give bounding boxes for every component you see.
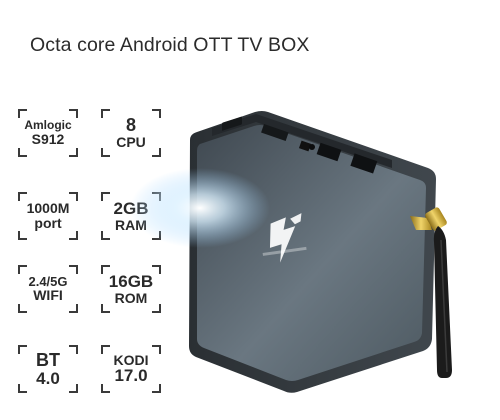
badge-line-1: 2.4/5G: [28, 273, 68, 289]
badge-line-2: 17.0: [114, 366, 148, 386]
feature-badge-bt: BT 4.0: [18, 345, 78, 393]
badge-line-2: CPU: [116, 134, 146, 151]
badge-line-1: Amlogic: [24, 118, 72, 133]
antenna-image: [410, 207, 452, 378]
badge-line-1: 8: [125, 115, 136, 136]
feature-badge-kodi: KODI 17.0: [101, 345, 161, 393]
feature-badge-amlogic: Amlogic S912: [18, 109, 78, 157]
badge-line-1: BT: [36, 349, 60, 370]
feature-badge-rom: 16GB ROM: [101, 265, 161, 313]
badge-line-2: 4.0: [36, 368, 60, 388]
feature-badge-port: 1000M port: [18, 192, 78, 240]
brand-logo: [262, 213, 307, 263]
badge-line-2: S912: [31, 130, 65, 147]
page-title: Octa core Android OTT TV BOX: [30, 34, 310, 56]
badge-line-1: KODI: [113, 351, 149, 368]
feature-badge-cpu: 8 CPU: [101, 109, 161, 157]
badge-line-1: 16GB: [108, 271, 154, 291]
badge-line-2: WIFI: [33, 287, 63, 304]
light-glare: [130, 168, 270, 248]
box-port-strip: [212, 114, 392, 174]
feature-badge-wifi: 2.4/5G WIFI: [18, 265, 78, 313]
badge-line-2: port: [34, 215, 62, 231]
badge-line-2: ROM: [114, 289, 148, 306]
badge-line-1: 1000M: [26, 200, 70, 217]
